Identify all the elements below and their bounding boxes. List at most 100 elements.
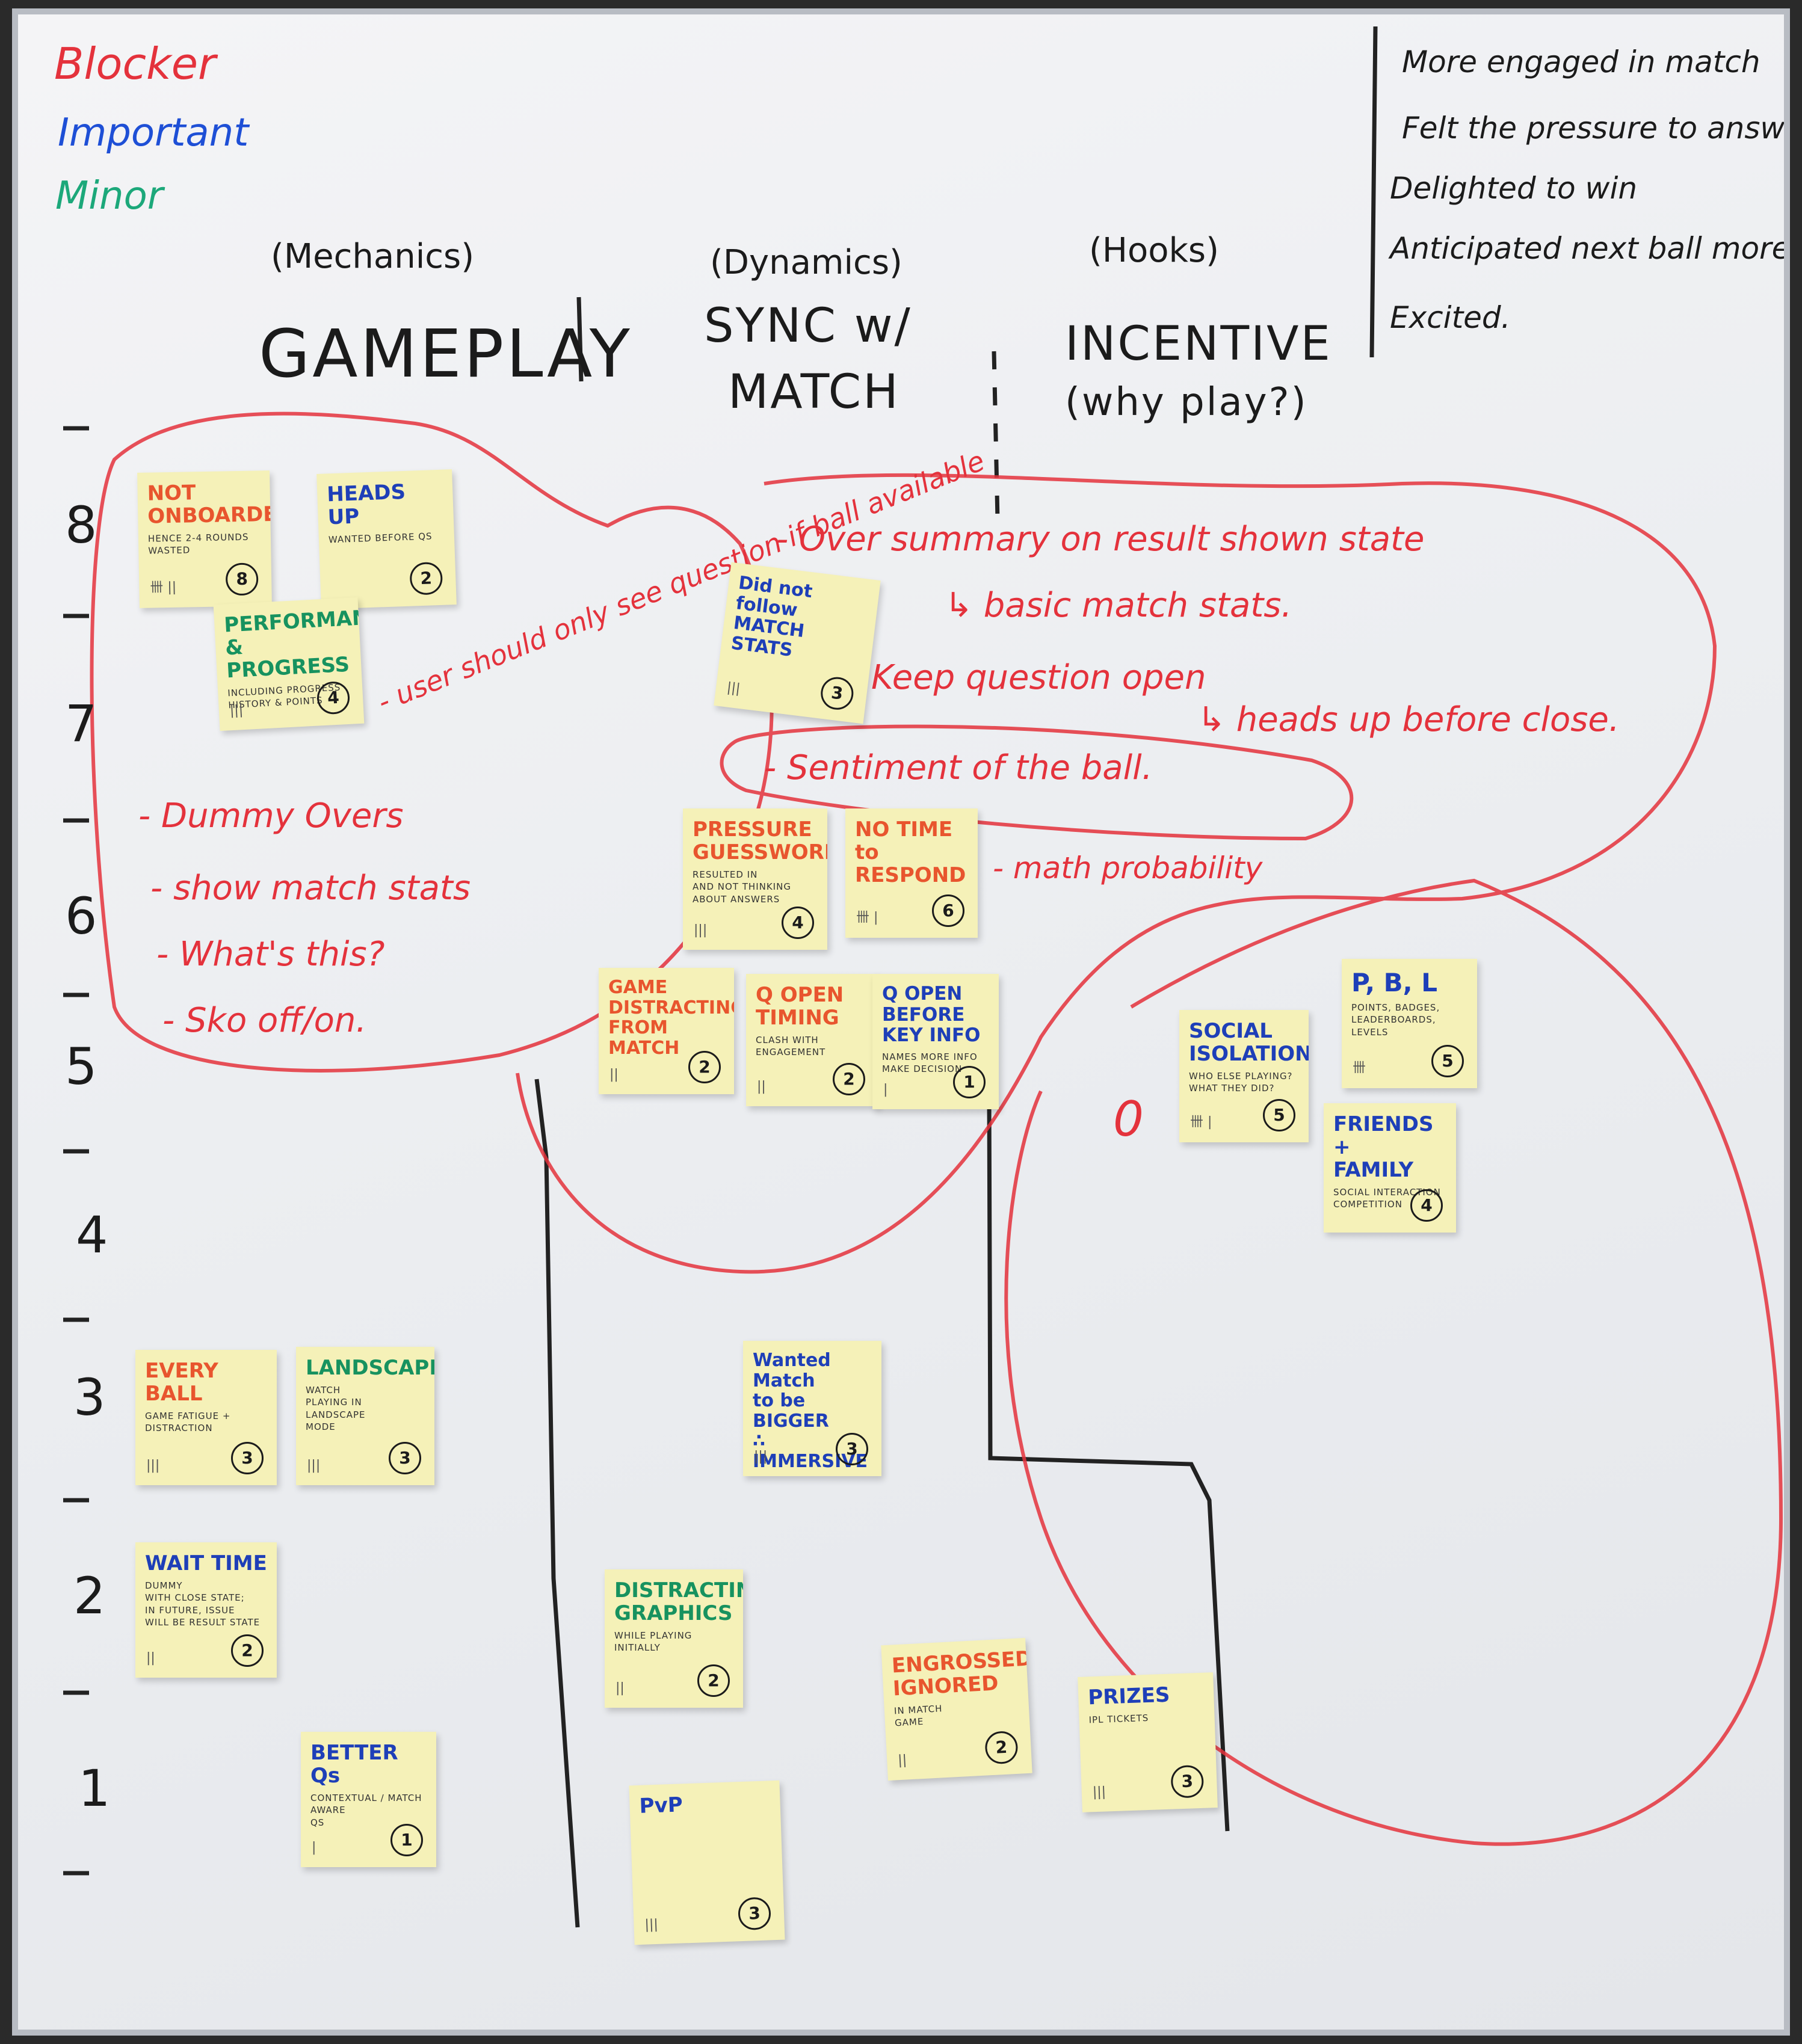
vote-count: 2 — [231, 1634, 264, 1667]
divider-emotions — [1369, 26, 1378, 358]
sticky-wait-time: WAIT TIME dummy with close state; in fut… — [135, 1542, 277, 1678]
tally-marks: 卌 | — [1190, 1115, 1212, 1130]
tally-marks: ||| — [146, 1458, 160, 1473]
tally-marks: ||| — [726, 680, 741, 697]
sticky-title: BETTER Qs — [310, 1741, 398, 1788]
scale-4: 4 — [76, 1205, 108, 1264]
sticky-detail: contextual / match aware Qs — [310, 1793, 422, 1828]
sticky-q-open-timing: Q OPEN TIMING clash with engagement || 2 — [746, 974, 878, 1106]
emotion-item: Delighted to win — [1390, 171, 1638, 206]
red-note-sentiment: - Sentiment of the ball. — [764, 748, 1153, 787]
sticky-detail: game fatigue + distraction — [145, 1411, 231, 1434]
vote-count: 3 — [836, 1433, 868, 1465]
column-incentive-title-1: INCENTIVE — [1065, 317, 1332, 371]
sticky-prizes: PRIZES IPL tickets ||| 3 — [1078, 1672, 1218, 1812]
scale-5: 5 — [65, 1037, 97, 1096]
tally-marks: ||| — [694, 923, 708, 938]
sticky-title: GAME DISTRACTING FROM MATCH — [608, 977, 734, 1059]
sticky-detail: while playing initially — [614, 1630, 693, 1654]
vote-count: 1 — [390, 1824, 423, 1856]
sticky-detail: points, badges, leaderboards, levels — [1351, 1002, 1440, 1038]
column-sync-title-1: SYNC w/ — [704, 299, 912, 353]
vote-count: 4 — [782, 907, 814, 939]
sticky-detail: wanted before Qs — [328, 531, 433, 546]
sticky-every-ball: EVERY BALL game fatigue + distraction ||… — [135, 1350, 277, 1485]
red-outline-sentiment — [720, 724, 1354, 841]
red-note-over-summary: - Over summary on result shown state — [776, 520, 1425, 559]
sticky-better-qs: BETTER Qs contextual / match aware Qs | … — [301, 1732, 436, 1867]
scale-7: 7 — [65, 694, 97, 753]
sticky-title: EVERY BALL — [145, 1359, 218, 1406]
divider-gameplay — [576, 297, 584, 382]
tally-marks: || — [616, 1681, 625, 1696]
emotion-item: Felt the pressure to answer — [1402, 111, 1790, 146]
vote-count: 2 — [688, 1051, 721, 1083]
scale-3: 3 — [73, 1368, 106, 1427]
column-gameplay-sub: (Mechanics) — [271, 237, 475, 276]
ink-strokes — [63, 26, 1783, 1928]
vote-count: 4 — [1410, 1189, 1443, 1222]
legend-minor: Minor — [55, 174, 164, 218]
column-gameplay-title: GAMEPLAY — [259, 315, 632, 392]
sticky-title: LANDSCAPE — [306, 1356, 434, 1380]
vote-count: 3 — [819, 675, 856, 712]
sticky-title: PERFORMANCE & PROGRESS — [223, 604, 365, 683]
sticky-no-time: NO TIME to RESPOND 卌 | 6 — [845, 808, 978, 938]
divider-lower-left — [534, 1079, 580, 1928]
sticky-title: HEADS UP — [326, 479, 406, 530]
sticky-title: Q OPEN BEFORE KEY INFO — [882, 983, 981, 1047]
red-note-show-match-stats: - show match stats — [150, 869, 471, 908]
vote-count: 2 — [984, 1730, 1019, 1765]
sticky-detail: who else playing? what they did? — [1189, 1071, 1293, 1094]
red-note-dummy-overs: - Dummy Overs — [138, 796, 404, 836]
sticky-detail: clash with engagement — [756, 1035, 826, 1058]
sticky-detail: names more info make decision — [882, 1051, 978, 1075]
sticky-performance-progress: PERFORMANCE & PROGRESS including progres… — [213, 597, 365, 731]
tally-marks: | — [312, 1840, 316, 1855]
sticky-heads-up: HEADS UP wanted before Qs 2 — [316, 469, 457, 609]
sticky-pbl: P, B, L points, badges, leaderboards, le… — [1342, 959, 1477, 1088]
sticky-detail: dummy with close state; in future, issue… — [145, 1580, 261, 1628]
scale-8: 8 — [65, 496, 97, 555]
red-note-math-probability: - math probability — [993, 851, 1263, 885]
legend-important: Important — [58, 111, 249, 155]
sticky-title: NO TIME to RESPOND — [855, 817, 966, 888]
red-note-heads-up-close: ↳ heads up before close. — [1197, 700, 1620, 739]
sticky-title: Q OPEN TIMING — [756, 983, 844, 1030]
tally-marks: || — [897, 1752, 907, 1768]
tally-marks: ||| — [307, 1458, 321, 1473]
sticky-pvp: PvP ||| 3 — [629, 1780, 785, 1945]
vote-count: 2 — [697, 1664, 730, 1697]
vote-count: 3 — [738, 1897, 771, 1931]
sticky-detail: resulted in and not thinking about answe… — [693, 869, 791, 905]
tally-marks: ||| — [229, 703, 244, 719]
vote-count: 5 — [1431, 1045, 1464, 1077]
sticky-friends-family: FRIENDS + FAMILY social interaction comp… — [1324, 1103, 1456, 1233]
sticky-detail: watch playing in landscape mode — [306, 1385, 366, 1432]
whiteboard: Blocker Important Minor (Mechanics) GAME… — [12, 8, 1790, 2036]
sticky-game-distracting: GAME DISTRACTING FROM MATCH || 2 — [599, 968, 734, 1094]
sticky-title: PRESSURE GUESSWORK — [693, 817, 827, 865]
emotion-item: More engaged in match — [1402, 45, 1760, 79]
tally-marks: || — [609, 1067, 619, 1082]
red-outline-sync — [516, 473, 1717, 1274]
divider-sync — [992, 351, 1000, 520]
red-note-zero: 0 — [1113, 1091, 1144, 1147]
sticky-distracting-graphics: DISTRACTING GRAPHICS while playing initi… — [605, 1569, 743, 1708]
sticky-title: WAIT TIME — [145, 1551, 267, 1575]
tally-marks: 卌 || — [150, 579, 177, 596]
tally-marks: || — [146, 1651, 155, 1666]
column-incentive-title-2: (why play?) — [1065, 380, 1308, 425]
red-outline-incentive — [1004, 878, 1783, 1846]
sticky-detail: IPL tickets — [1088, 1712, 1149, 1726]
divider-lower-mid — [987, 1091, 1230, 1832]
tally-marks: 卌 | — [856, 910, 878, 925]
scale-6: 6 — [65, 887, 97, 946]
column-incentive-sub: (Hooks) — [1089, 231, 1219, 270]
red-note-sko-off: - Sko off/on. — [162, 1001, 367, 1040]
column-sync-sub: (Dynamics) — [710, 243, 903, 282]
tally-marks: ||| — [1092, 1784, 1106, 1800]
scale-2: 2 — [73, 1566, 106, 1625]
column-sync-title-2: MATCH — [728, 365, 900, 419]
sticky-pressure: PRESSURE GUESSWORK resulted in and not t… — [683, 808, 827, 950]
